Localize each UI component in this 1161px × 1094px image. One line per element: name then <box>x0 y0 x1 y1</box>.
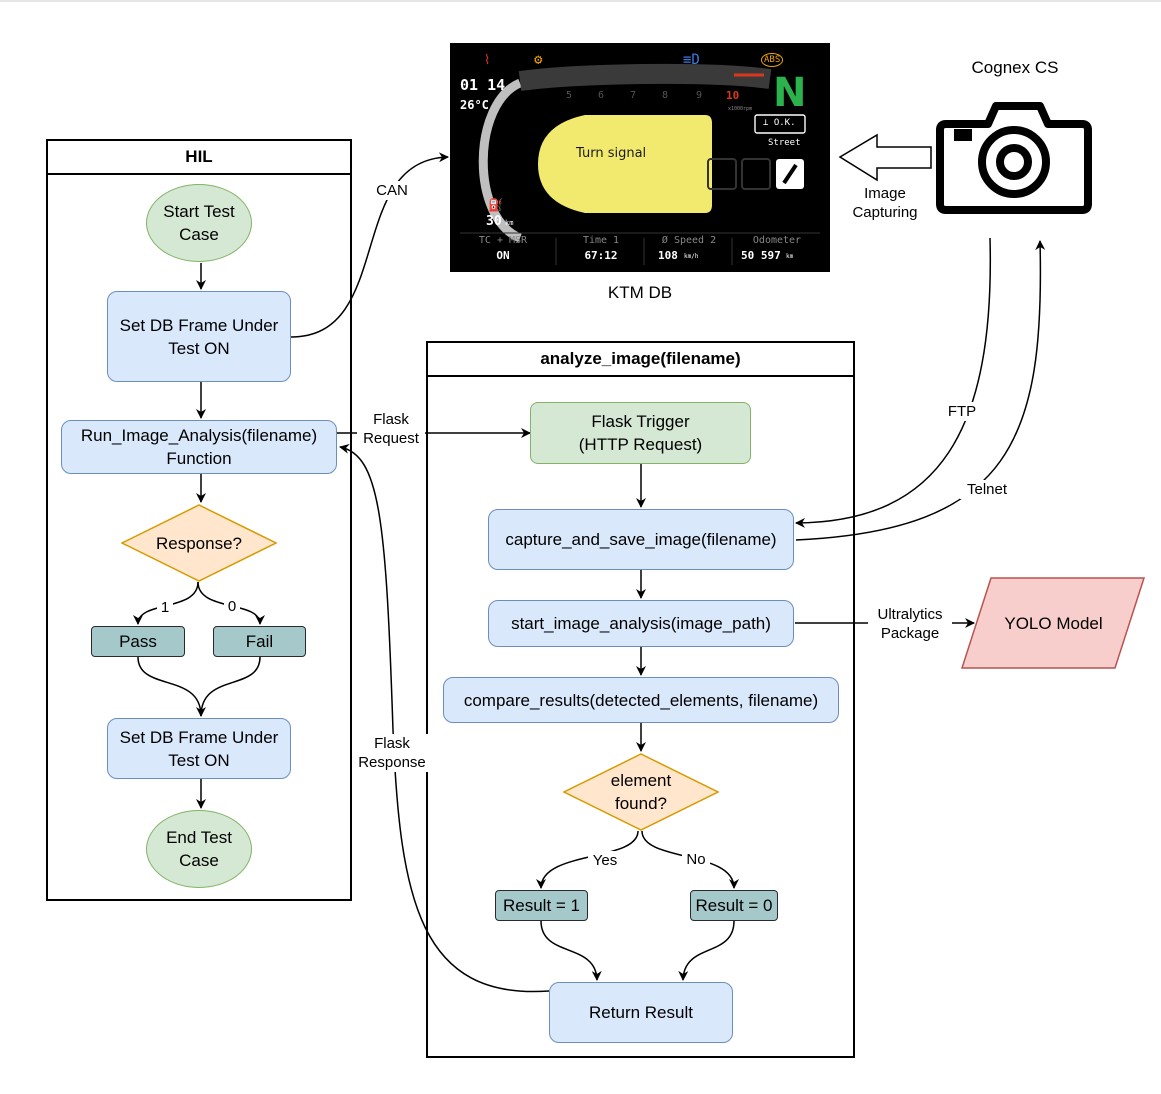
ktm-dashboard: ⌇ ⚙ ≡D ABS 01 14 26°C 5 6 7 8 9 10 x1000… <box>450 43 830 272</box>
top-border <box>0 0 1161 2</box>
oil-pressure-icon: ⌇ <box>484 53 491 68</box>
engine-check-icon: ⚙ <box>534 52 543 68</box>
rpm-tick-8: 8 <box>662 90 669 101</box>
fuel-unit: km <box>505 219 514 227</box>
rpm-tick-7: 7 <box>630 90 637 101</box>
edge-can <box>290 152 449 338</box>
fuel-range: 30 <box>486 214 502 229</box>
edge-result1-to-return <box>540 920 602 981</box>
stat-speed-label: Ø Speed 2 <box>661 235 717 246</box>
telnet-label: Telnet <box>960 480 1014 499</box>
yolo-model-shape[interactable] <box>961 577 1146 669</box>
capture-and-save-image[interactable]: capture_and_save_image(filename) <box>488 509 794 570</box>
flask-request-label: Flask Request <box>357 410 425 448</box>
edge-pass-to-set2 <box>137 656 206 717</box>
flask-response-label: Flask Response <box>355 734 429 772</box>
stat-time-value: 67:12 <box>584 249 618 262</box>
fuel-icon: ⛽ <box>488 198 503 212</box>
riding-mode: Street <box>768 138 801 148</box>
gear-indicator: N <box>773 70 807 116</box>
yes-label: Yes <box>588 851 622 870</box>
rpm-tick-9: 9 <box>696 90 703 101</box>
ok-badge: ⊥ O.K. <box>763 118 796 128</box>
flask-trigger[interactable]: Flask Trigger (HTTP Request) <box>530 402 751 464</box>
abs-icon: ABS <box>761 53 784 67</box>
stat-tc-value: ON <box>496 249 510 262</box>
can-label: CAN <box>370 181 414 200</box>
start-test-case[interactable]: Start Test Case <box>146 184 252 262</box>
branch-0-label: 0 <box>224 597 240 616</box>
ftp-label: FTP <box>942 402 982 421</box>
run-image-analysis[interactable]: Run_Image_Analysis(filename) Function <box>61 420 337 474</box>
result-1-box[interactable]: Result = 1 <box>495 890 588 921</box>
image-capturing-arrow <box>838 133 932 182</box>
edge-ftp <box>795 237 992 528</box>
return-result[interactable]: Return Result <box>549 982 733 1043</box>
end-test-case[interactable]: End Test Case <box>146 810 252 888</box>
no-label: No <box>682 850 710 869</box>
pass-box[interactable]: Pass <box>91 626 185 657</box>
dashboard-label: KTM DB <box>607 283 673 302</box>
element-found-label: element found? <box>610 771 672 813</box>
stat-odometer-label: Odometer <box>752 235 802 246</box>
stat-odometer-value: 50 597 <box>741 249 781 262</box>
analyze-pool: analyze_image(filename) <box>426 341 855 1058</box>
stat-time-label: Time 1 <box>582 235 620 246</box>
edge-telnet <box>795 240 1046 541</box>
branch-1-label: 1 <box>157 598 173 617</box>
fail-box[interactable]: Fail <box>213 626 306 657</box>
hil-pool: HIL <box>46 139 352 901</box>
dashboard-graphics <box>460 63 820 265</box>
start-image-analysis[interactable]: start_image_analysis(image_path) <box>488 600 794 647</box>
hil-title: HIL <box>48 141 350 175</box>
stat-odometer-unit: km <box>786 253 794 260</box>
set-db-frame-step-2[interactable]: Set DB Frame Under Test ON <box>107 718 291 779</box>
rpm-unit: x1000rpm <box>728 106 753 112</box>
stat-speed-value: 108 <box>658 249 678 262</box>
rpm-tick-5: 5 <box>566 90 573 101</box>
response-label: Response? <box>155 533 242 553</box>
rpm-tick-6: 6 <box>598 90 605 101</box>
high-beam-icon: ≡D <box>683 52 700 68</box>
image-capturing-label: Image Capturing <box>852 185 918 221</box>
stat-speed-unit: km/h <box>684 253 699 260</box>
analyze-title: analyze_image(filename) <box>428 343 853 377</box>
stat-tc-label: TC + MSR <box>478 235 528 246</box>
camera-icon <box>936 102 1092 214</box>
yolo-model-label: YOLO Model <box>1004 613 1103 633</box>
dash-time-of-day: 01 14 <box>460 76 506 94</box>
rpm-tick-10: 10 <box>726 89 740 102</box>
result-0-box[interactable]: Result = 0 <box>690 890 778 921</box>
turn-signal-text: Turn signal <box>576 146 647 161</box>
response-decision[interactable] <box>121 504 277 582</box>
dash-temperature: 26°C <box>460 98 489 112</box>
edge-fail-to-set2 <box>200 656 261 717</box>
edge-result0-to-return <box>678 920 735 981</box>
set-db-frame-step-1[interactable]: Set DB Frame Under Test ON <box>107 291 291 382</box>
element-found-decision[interactable] <box>563 753 719 831</box>
camera-label: Cognex CS <box>971 58 1059 77</box>
compare-results[interactable]: compare_results(detected_elements, filen… <box>443 677 839 723</box>
ultralytics-label: Ultralytics Package <box>868 605 952 643</box>
